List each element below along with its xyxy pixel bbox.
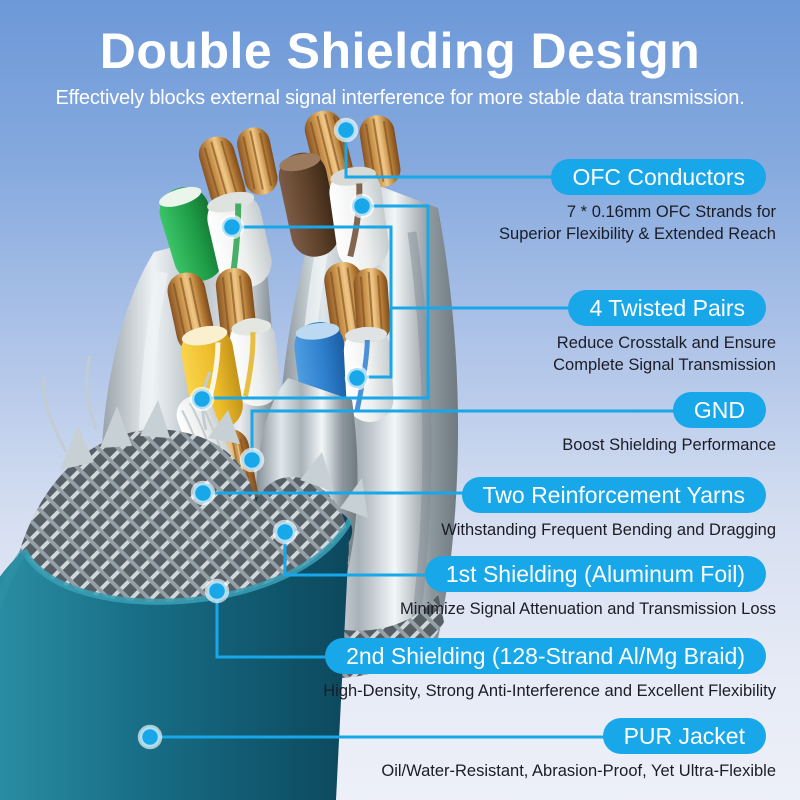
callout-description: Boost Shielding Performance — [562, 434, 776, 456]
description-line: Superior Flexibility & Extended Reach — [499, 225, 776, 243]
callout-dot-icons — [137, 117, 375, 750]
description-line: Complete Signal Transmission — [553, 356, 776, 374]
page-title: Double Shielding Design — [99, 23, 701, 79]
description-line: Oil/Water-Resistant, Abrasion-Proof, Yet… — [381, 762, 776, 780]
callout-label-pill: PUR Jacket — [602, 718, 766, 754]
callout-description: High-Density, Strong Anti-Interference a… — [323, 680, 776, 702]
description-line: Minimize Signal Attenuation and Transmis… — [399, 600, 776, 618]
callout-label-pill: OFC Conductors — [551, 159, 766, 195]
callout-description: Withstanding Frequent Bending and Draggi… — [441, 519, 776, 541]
callout-reinforcement-yarns: Two Reinforcement Yarns Withstanding Fre… — [441, 477, 776, 541]
dot-pair-yellow-icon — [189, 386, 215, 412]
dot-braid-icon — [204, 578, 230, 604]
callout-label-pill: GND — [672, 392, 766, 428]
callout-description: Reduce Crosstalk and Ensure Complete Sig… — [553, 332, 776, 376]
dot-gnd-icon — [239, 447, 265, 473]
callout-label-pill: 4 Twisted Pairs — [568, 290, 766, 326]
callout-first-shielding: 1st Shielding (Aluminum Foil) Minimize S… — [400, 556, 776, 620]
callout-lines — [150, 130, 700, 739]
callout-twisted-pairs: 4 Twisted Pairs Reduce Crosstalk and Ens… — [553, 290, 776, 376]
dot-pair-green-icon — [219, 214, 245, 240]
description-line: Boost Shielding Performance — [562, 436, 776, 454]
pur-jacket — [0, 518, 353, 800]
dot-foil-icon — [272, 519, 298, 545]
description-line: 7 * 0.16mm OFC Strands for — [566, 203, 776, 221]
callout-description: Oil/Water-Resistant, Abrasion-Proof, Yet… — [381, 760, 776, 782]
callout-ofc-conductors: OFC Conductors 7 * 0.16mm OFC Strands fo… — [499, 159, 776, 245]
callout-label-pill: 1st Shielding (Aluminum Foil) — [424, 556, 766, 592]
callout-description: 7 * 0.16mm OFC Strands for Superior Flex… — [499, 201, 776, 245]
description-line: Withstanding Frequent Bending and Draggi… — [441, 521, 776, 539]
callout-label-pill: 2nd Shielding (128-Strand Al/Mg Braid) — [325, 638, 766, 674]
twisted-pair-green — [159, 127, 278, 289]
twisted-pair-yellow — [167, 268, 281, 430]
callout-gnd: GND Boost Shielding Performance — [562, 392, 776, 456]
callout-label-pill: Two Reinforcement Yarns — [461, 477, 766, 513]
dot-ofc-icon — [333, 117, 359, 143]
callout-description: Minimize Signal Attenuation and Transmis… — [400, 598, 776, 620]
description-line: High-Density, Strong Anti-Interference a… — [323, 682, 776, 700]
callout-second-shielding: 2nd Shielding (128-Strand Al/Mg Braid) H… — [323, 638, 776, 702]
description-line: Reduce Crosstalk and Ensure — [556, 334, 776, 352]
dot-pair-brown-icon — [349, 193, 375, 219]
dot-jacket-icon — [137, 724, 163, 750]
dot-yarn-icon — [190, 480, 216, 506]
dot-pair-blue-icon — [344, 365, 370, 391]
callout-pur-jacket: PUR Jacket Oil/Water-Resistant, Abrasion… — [381, 718, 776, 782]
page-subtitle: Effectively blocks external signal inter… — [55, 87, 745, 109]
